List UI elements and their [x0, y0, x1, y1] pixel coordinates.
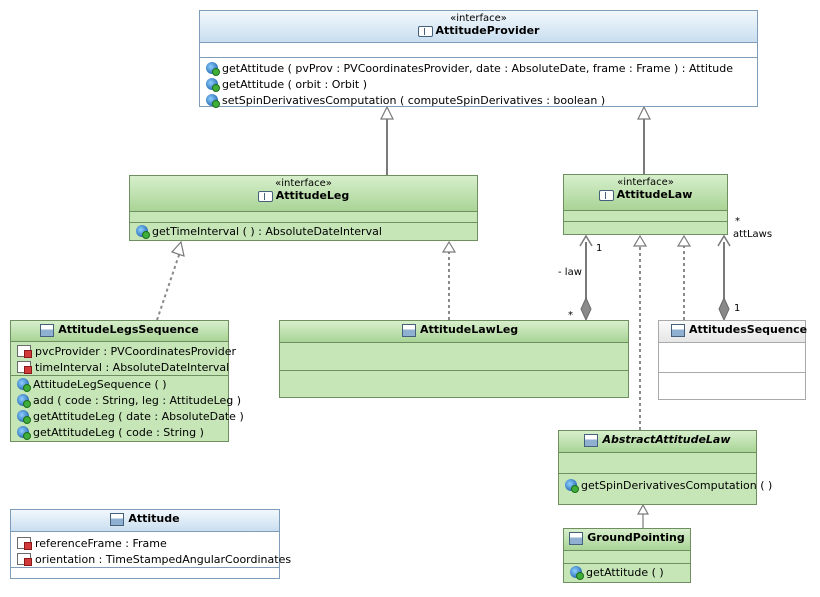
method-row: getAttitudeLeg ( date : AbsoluteDate ): [11, 408, 244, 424]
stereotype-label: «interface»: [275, 178, 332, 189]
stereotype-label: «interface»: [450, 13, 507, 24]
class-name: AttitudeLaw: [616, 188, 693, 201]
method-row: getAttitude ( pvProv : PVCoordinatesProv…: [200, 60, 757, 76]
class-icon: [671, 323, 685, 337]
realization-arrow-head: [632, 234, 648, 247]
field-icon: [17, 345, 32, 358]
stereotype-label: «interface»: [617, 177, 674, 188]
class-icon: [40, 323, 55, 337]
field-icon: [17, 553, 32, 566]
class-attitude-legs-sequence[interactable]: AttitudeLegsSequence pvcProvider : PVCoo…: [10, 320, 244, 442]
method-row: getSpinDerivativesComputation ( ): [559, 477, 772, 493]
class-name: AttitudeLawLeg: [420, 323, 519, 336]
method-row: getAttitude ( orbit : Orbit ): [200, 76, 757, 92]
class-name: AbstractAttitudeLaw: [602, 433, 731, 446]
class-attitude-provider[interactable]: «interface» AttitudeProvider getAttitude…: [199, 10, 758, 108]
class-attitude-law[interactable]: «interface» AttitudeLaw: [563, 174, 728, 235]
method-row: AttitudeLegSequence ( ): [11, 376, 228, 392]
law-role-label: - law: [558, 267, 582, 278]
class-icon: [569, 531, 584, 545]
attlaws-role-label: attLaws: [733, 229, 773, 240]
law-multiplicity-bottom: *: [568, 310, 573, 321]
method-icon: [17, 426, 31, 440]
realization-arrow-head: [676, 234, 692, 247]
class-attitude[interactable]: Attitude referenceFrame : Frame orientat…: [10, 509, 291, 579]
method-icon: [206, 78, 220, 92]
field-icon: [17, 361, 32, 374]
class-name: AttitudesSequence: [689, 323, 808, 336]
aggregation-diamond: [580, 296, 592, 322]
method-row: getAttitude ( ): [564, 564, 690, 580]
interface-icon: [257, 190, 273, 202]
method-icon: [565, 479, 579, 493]
class-name: GroundPointing: [587, 531, 685, 544]
method-row: add ( code : String, leg : AttitudeLeg ): [11, 392, 241, 408]
realization-arrow-head: [441, 240, 457, 253]
class-abstract-attitude-law[interactable]: AbstractAttitudeLaw getSpinDerivativesCo…: [558, 430, 772, 505]
field-row: pvcProvider : PVCoordinatesProvider: [11, 343, 236, 359]
class-name: AttitudeLegsSequence: [58, 323, 199, 336]
field-row: orientation : TimeStampedAngularCoordina…: [11, 551, 291, 567]
field-row: referenceFrame : Frame: [11, 535, 279, 551]
association-arrow-head: [717, 234, 731, 247]
interface-icon: [417, 25, 433, 37]
realization-arrow-head: [170, 240, 185, 257]
class-attitudes-sequence[interactable]: AttitudesSequence: [658, 320, 808, 400]
field-icon: [17, 537, 32, 550]
method-icon: [206, 62, 220, 76]
method-row: setSpinDerivativesComputation ( computeS…: [200, 92, 757, 108]
class-name: AttitudeLeg: [275, 189, 350, 202]
class-icon: [402, 323, 416, 337]
method-icon: [206, 94, 220, 108]
generalization-arrow-head: [380, 105, 394, 120]
attlaws-multiplicity-top: *: [735, 216, 740, 227]
method-icon: [136, 225, 150, 239]
generalization-arrow-head: [636, 503, 650, 515]
method-row: getTimeInterval ( ) : AbsoluteDateInterv…: [130, 223, 477, 239]
method-icon: [17, 394, 31, 408]
class-icon: [584, 433, 599, 447]
method-icon: [17, 410, 31, 424]
class-name: Attitude: [128, 512, 180, 525]
realization-legssequence-leg: [156, 251, 181, 321]
method-row: getAttitudeLeg ( code : String ): [11, 424, 228, 440]
field-row: timeInterval : AbsoluteDateInterval: [11, 359, 229, 375]
class-name: AttitudeProvider: [435, 24, 540, 37]
aggregation-diamond: [718, 296, 730, 322]
method-icon: [570, 566, 584, 580]
class-ground-pointing[interactable]: GroundPointing getAttitude ( ): [563, 528, 691, 583]
law-multiplicity-top: 1: [596, 243, 603, 254]
generalization-arrow-head: [637, 105, 651, 120]
class-attitude-law-leg[interactable]: AttitudeLawLeg: [279, 320, 629, 398]
attlaws-multiplicity-bottom: 1: [734, 303, 741, 314]
class-icon: [110, 512, 125, 526]
interface-icon: [598, 189, 614, 201]
class-attitude-leg[interactable]: «interface» AttitudeLeg getTimeInterval …: [129, 175, 478, 241]
method-icon: [17, 378, 31, 392]
association-arrow-head: [579, 234, 593, 247]
